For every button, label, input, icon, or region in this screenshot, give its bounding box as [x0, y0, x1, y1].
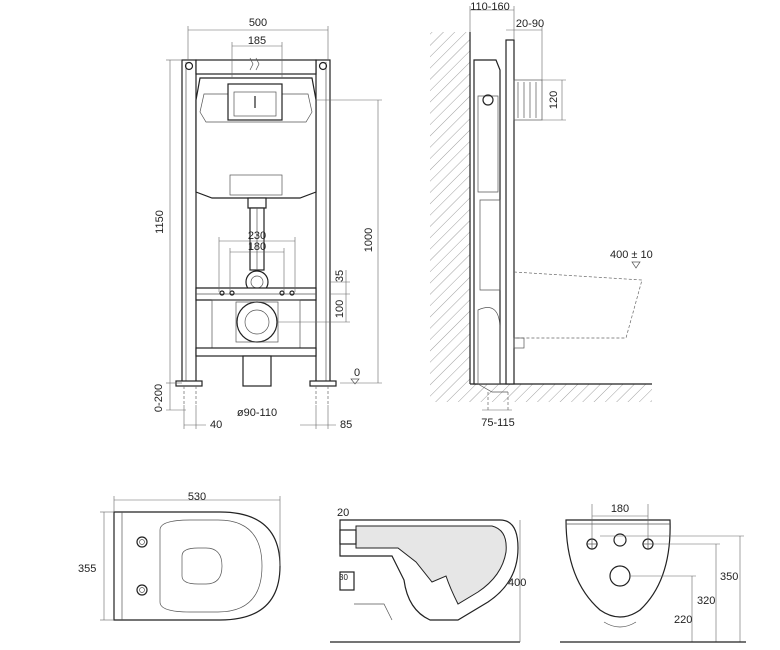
dim-bowl-side-height: 400 — [508, 577, 526, 589]
frame-side-view: 110-160 20-90 120 400 ± 10 75-115 — [430, 1, 653, 429]
bowl-opening — [181, 547, 223, 585]
frame-right-post — [315, 59, 331, 386]
dim-h320: 320 — [697, 595, 715, 607]
bowl-outline — [513, 271, 643, 339]
bowl-side-section: 20 30 400 — [330, 507, 526, 643]
dim-panel-offset: 20-90 — [516, 18, 544, 30]
dim-drain-diameter: ø90-110 — [237, 407, 277, 419]
water-inlet-icon — [249, 57, 260, 71]
dim-height-to-floor: 1000 — [363, 228, 375, 252]
dim-bowl-length: 530 — [188, 491, 206, 503]
left-foot — [175, 380, 203, 387]
dim-h220: 220 — [674, 614, 692, 626]
wall-hatch — [430, 32, 652, 402]
level-marker-icon — [350, 378, 360, 385]
dim-inlet-30: 30 — [339, 573, 348, 582]
bowl-top-outline — [113, 511, 281, 621]
dim-bolt-spacing: 180 — [611, 503, 629, 515]
dim-drain-100: 100 — [334, 300, 346, 318]
cistern — [195, 77, 317, 199]
drain-connector — [236, 301, 278, 343]
frame-left-post — [181, 59, 197, 386]
dim-leg-left: 40 — [210, 419, 222, 431]
bowl-back-outline — [565, 519, 671, 618]
dim-rim-20: 20 — [337, 507, 349, 519]
frame-front-view: 500 185 1150 1000 230 180 35 100 — [153, 17, 382, 431]
dim-bowl-height: 400 ± 10 — [610, 249, 653, 261]
flush-button-housing — [513, 79, 543, 121]
dim-gap-35: 35 — [334, 270, 346, 282]
bowl-level-marker-icon — [631, 261, 641, 269]
drain-outlet-hole — [609, 565, 631, 587]
dim-frame-width: 500 — [249, 17, 267, 29]
dim-bolt-outer: 230 — [248, 230, 266, 242]
dim-frame-height: 1150 — [154, 210, 166, 234]
bowl-top-view: 530 355 — [78, 491, 281, 621]
dim-bowl-width: 355 — [78, 563, 96, 575]
dim-bolt-inner: 180 — [248, 241, 266, 253]
dim-foot-depth: 75-115 — [481, 417, 514, 429]
right-foot — [309, 380, 337, 387]
dim-leg-right: 85 — [340, 419, 352, 431]
dim-h350: 350 — [720, 571, 738, 583]
dim-flush-height: 120 — [548, 91, 560, 109]
bowl-back-view: 180 350 320 220 — [560, 503, 746, 643]
dim-leg-adjust: 0-200 — [153, 384, 165, 412]
zero-level-label: 0 — [354, 367, 360, 379]
wall-panel — [505, 39, 515, 385]
drain-pipe — [242, 355, 272, 387]
water-inlet-hole — [613, 533, 627, 547]
dim-wall-depth: 110-160 — [470, 1, 510, 13]
dim-top-inner: 185 — [248, 35, 266, 47]
frame-top-bar — [195, 59, 317, 75]
